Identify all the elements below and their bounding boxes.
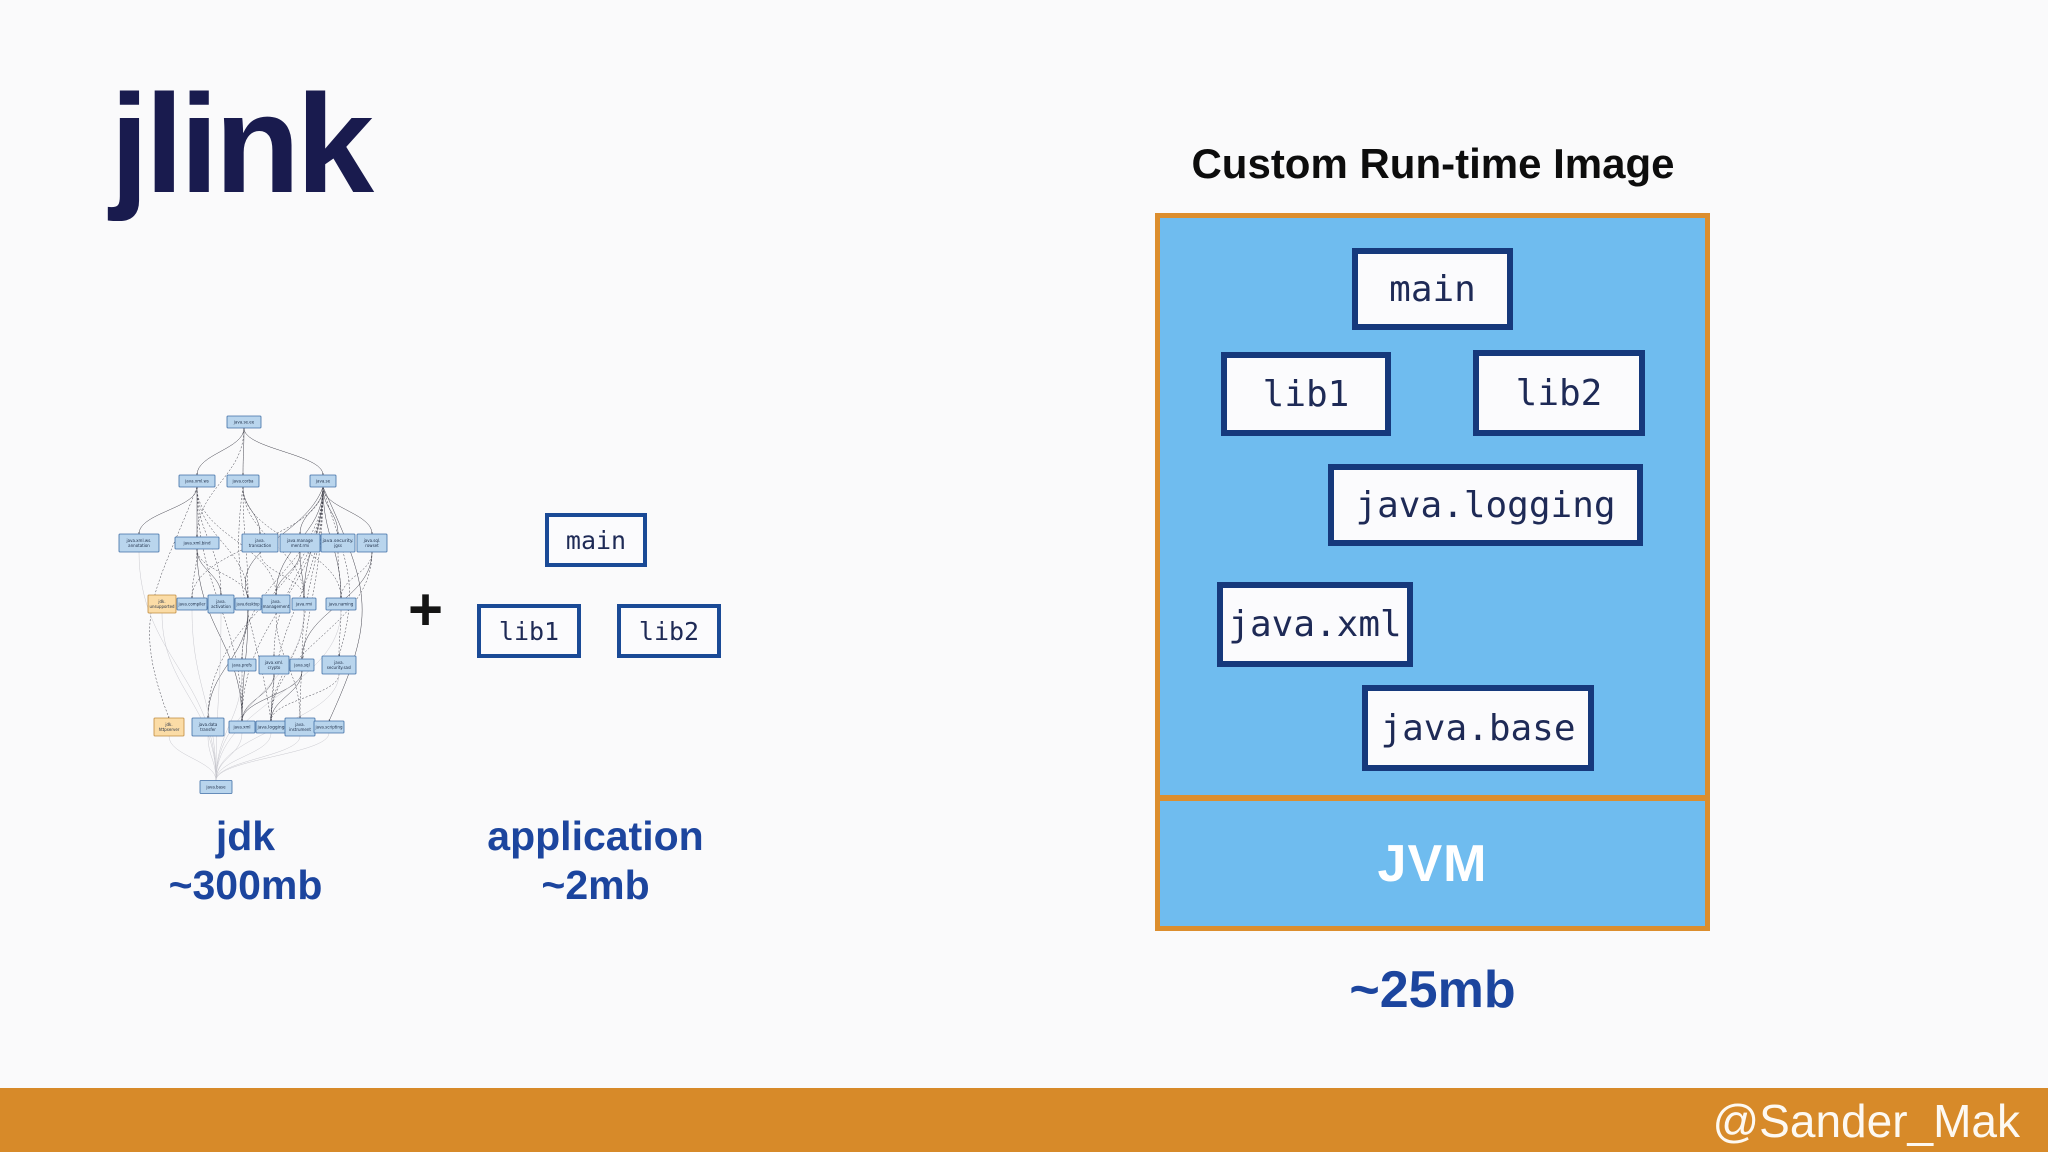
graph-node-java.se [309,474,337,488]
footer-bar: @Sander_Mak [0,1088,2048,1152]
svg-text:java.sql: java.sql [293,662,309,667]
graph-node-java.xml.bind [174,536,220,550]
graph-node-java.xml.ws [178,474,216,488]
graph-node-jdk.unsupported [147,594,177,614]
svg-text:java.security.: java.security. [321,538,353,543]
runtime-module-java-base: java.base [1362,685,1594,771]
svg-text:java.scripting: java.scripting [314,724,342,729]
jdk-label: jdk [215,813,276,859]
svg-text:httpserver: httpserver [159,727,180,732]
svg-text:annotation: annotation [128,543,150,548]
svg-text:java.se.ee: java.se.ee [233,419,255,424]
svg-text:activation: activation [211,604,231,609]
application-size: ~2mb [541,862,650,909]
svg-text:java.desktop: java.desktop [236,601,260,606]
graph-node-java.activation [207,594,235,614]
svg-text:java.: java. [215,599,226,604]
svg-text:transaction: transaction [249,543,272,548]
svg-text:jdk.: jdk. [164,722,172,727]
svg-text:java.xml.ws: java.xml.ws [184,478,209,483]
graph-node-java.naming [325,597,357,611]
graph-node-java.management.rmi [279,533,321,553]
svg-text:java.data: java.data [198,722,218,727]
custom-runtime-image-box: main lib1 lib2 java.logging java.xml jav… [1155,213,1710,931]
jvm-divider [1160,795,1705,801]
svg-text:rowset: rowset [365,543,379,548]
runtime-module-lib1: lib1 [1221,352,1391,436]
jvm-section: JVM [1377,834,1488,893]
graph-node-java.management [261,594,291,614]
twitter-handle: @Sander_Mak [1712,1095,2020,1147]
app-module-lib1: lib1 [477,604,581,658]
graph-node-java.transaction [241,533,279,553]
svg-text:java.: java. [294,722,305,727]
graph-node-java.rmi [291,597,317,611]
graph-node-java.base [199,780,233,794]
graph-node-java.se.ee [226,415,262,429]
svg-text:instrument: instrument [289,727,311,732]
graph-node-jdk.httpserver [153,717,185,737]
runtime-module-java-logging: java.logging [1328,464,1643,546]
svg-text:java.rmi: java.rmi [295,601,312,606]
jdk-size: ~300mb [168,862,323,909]
svg-text:java.xml.bind: java.xml.bind [182,540,210,545]
graph-node-java.sql [289,658,315,672]
jdk-size-label: jdk ~300mb [118,812,373,910]
runtime-size-label: ~25mb [1349,961,1516,1019]
svg-text:unsupported: unsupported [150,604,175,609]
svg-text:java.xml.: java.xml. [264,660,283,665]
page-title: jlink [110,65,374,222]
svg-text:java.manage: java.manage [286,538,314,543]
graph-node-java.sql.rowset [356,533,388,553]
graph-node-java.prefs [227,658,257,672]
svg-text:java.: java. [254,538,265,543]
runtime-module-lib2: lib2 [1473,350,1645,436]
svg-text:crypto: crypto [268,665,281,670]
svg-text:management: management [263,604,290,609]
runtime-module-main: main [1352,248,1513,330]
svg-text:java.sql.: java.sql. [363,538,381,543]
svg-text:java.: java. [333,660,344,665]
graph-node-java.datatransfer [191,717,225,737]
runtime-image-heading: Custom Run-time Image [1191,140,1675,187]
svg-text:java.prefs: java.prefs [231,662,252,667]
svg-text:security.sasl: security.sasl [327,665,351,670]
svg-text:java.se: java.se [315,478,331,483]
graph-node-java.security.sasl [321,655,357,675]
graph-node-java.compiler [176,597,208,611]
app-module-main: main [545,513,647,567]
app-module-lib2: lib2 [617,604,721,658]
svg-text:java.xml.ws.: java.xml.ws. [126,538,152,543]
svg-text:java.xml: java.xml [232,724,250,729]
svg-text:java.: java. [270,599,281,604]
svg-text:jgss: jgss [333,543,342,548]
graph-node-java.xml.ws.annotation [118,533,160,553]
graph-node-java.scripting [313,720,345,734]
svg-text:java.naming: java.naming [328,601,354,606]
runtime-module-java-xml: java.xml [1217,582,1413,667]
svg-text:transfer: transfer [200,727,216,732]
svg-text:java.compiler: java.compiler [178,601,206,606]
svg-text:jdk.: jdk. [157,599,165,604]
graph-node-java.xml.crypto [258,655,290,675]
svg-text:ment.rmi: ment.rmi [291,543,309,548]
graph-node-java.corba [226,474,260,488]
graph-node-java.security.jgss [320,533,356,553]
jdk-module-graph: java.se.ee java.xml.ws java.corba java.se ja… [118,415,388,794]
graph-node-java.xml [228,720,256,734]
svg-text:java.logging: java.logging [256,724,285,729]
application-label: application [487,813,704,859]
svg-text:java.base: java.base [205,784,226,789]
svg-text:java.corba: java.corba [232,478,254,483]
graph-node-java.desktop [234,597,262,611]
plus-sign: + [408,576,444,643]
application-size-label: application ~2mb [453,812,738,910]
